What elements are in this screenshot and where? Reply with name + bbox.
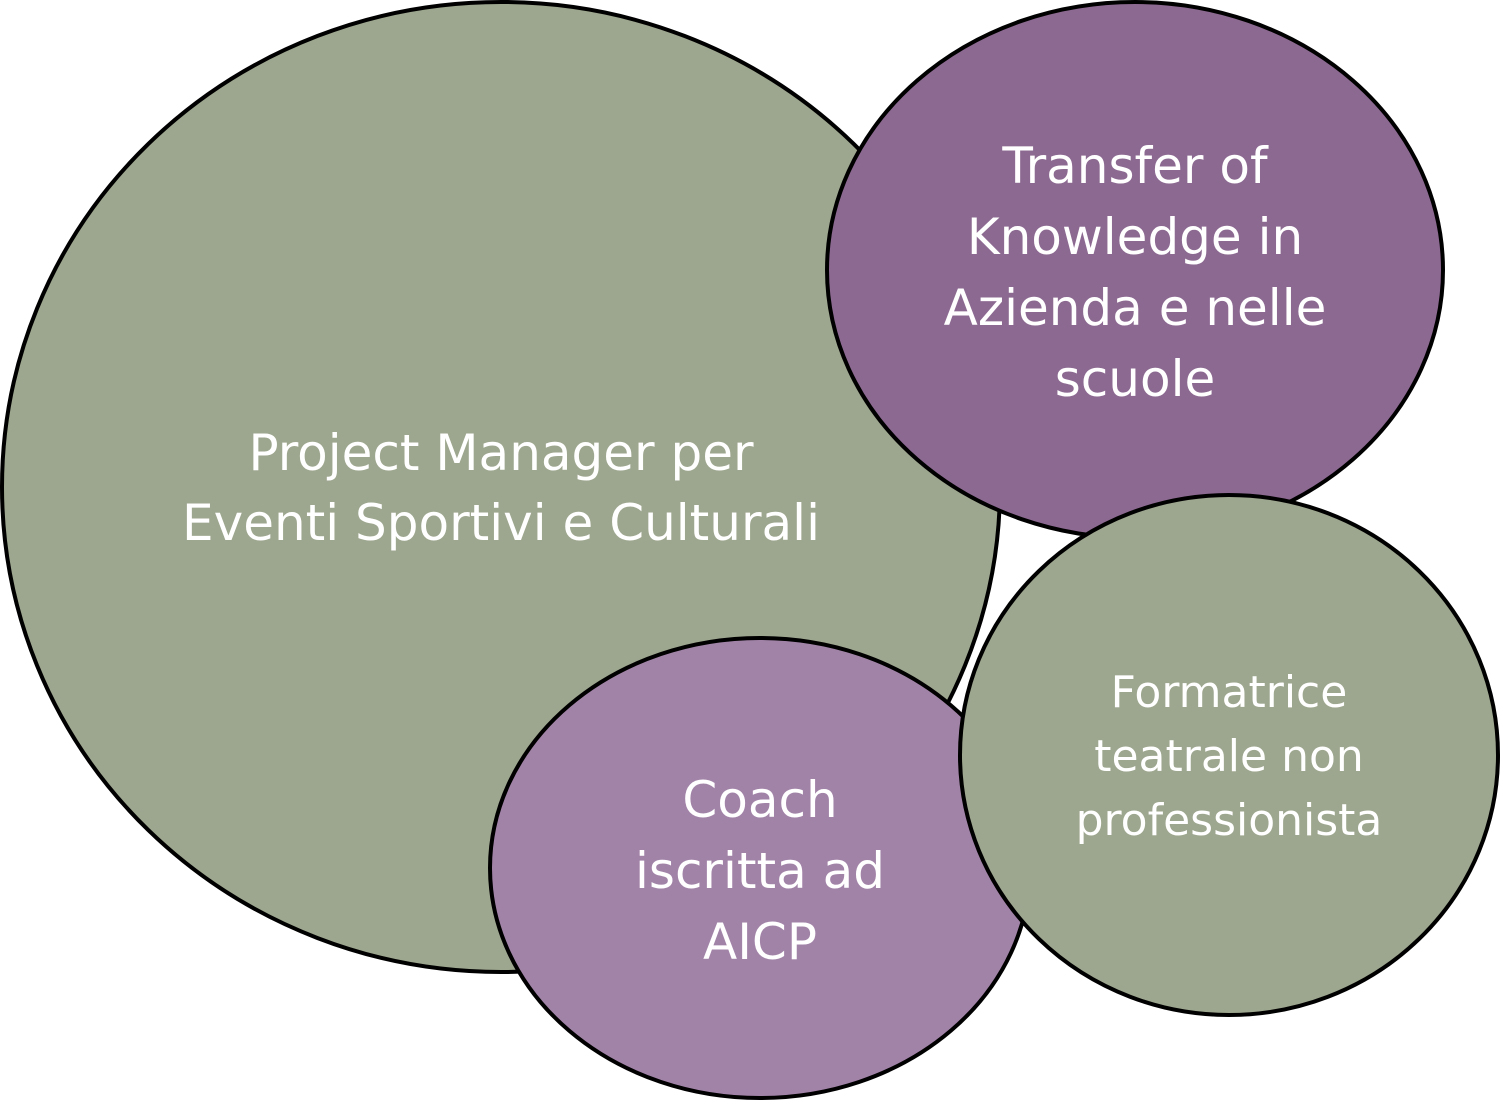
- bubble-formatrice: Formatrice teatrale non professionista: [958, 493, 1500, 1017]
- bubble-text: scuole: [1055, 350, 1215, 408]
- bubble-shape: [958, 493, 1500, 1017]
- bubble-text: iscritta ad: [635, 842, 885, 900]
- bubble-text: Knowledge in: [967, 208, 1303, 266]
- bubble-text: Formatrice: [1111, 667, 1348, 718]
- bubble-text: Eventi Sportivi e Culturali: [182, 494, 820, 552]
- bubble-transfer-of-knowledge: Transfer of Knowledge in Azienda e nelle…: [825, 0, 1445, 540]
- bubble-text: Transfer of: [1001, 137, 1269, 195]
- bubble-text: Project Manager per: [248, 424, 754, 482]
- bubble-coach: Coach iscritta ad AICP: [488, 636, 1032, 1100]
- bubble-text: AICP: [703, 913, 817, 971]
- bubble-text: Azienda e nelle: [944, 279, 1327, 337]
- bubble-text: teatrale non: [1094, 731, 1364, 782]
- bubble-shape: [825, 0, 1445, 540]
- bubble-text: professionista: [1076, 795, 1383, 846]
- bubble-text: Coach: [682, 771, 837, 829]
